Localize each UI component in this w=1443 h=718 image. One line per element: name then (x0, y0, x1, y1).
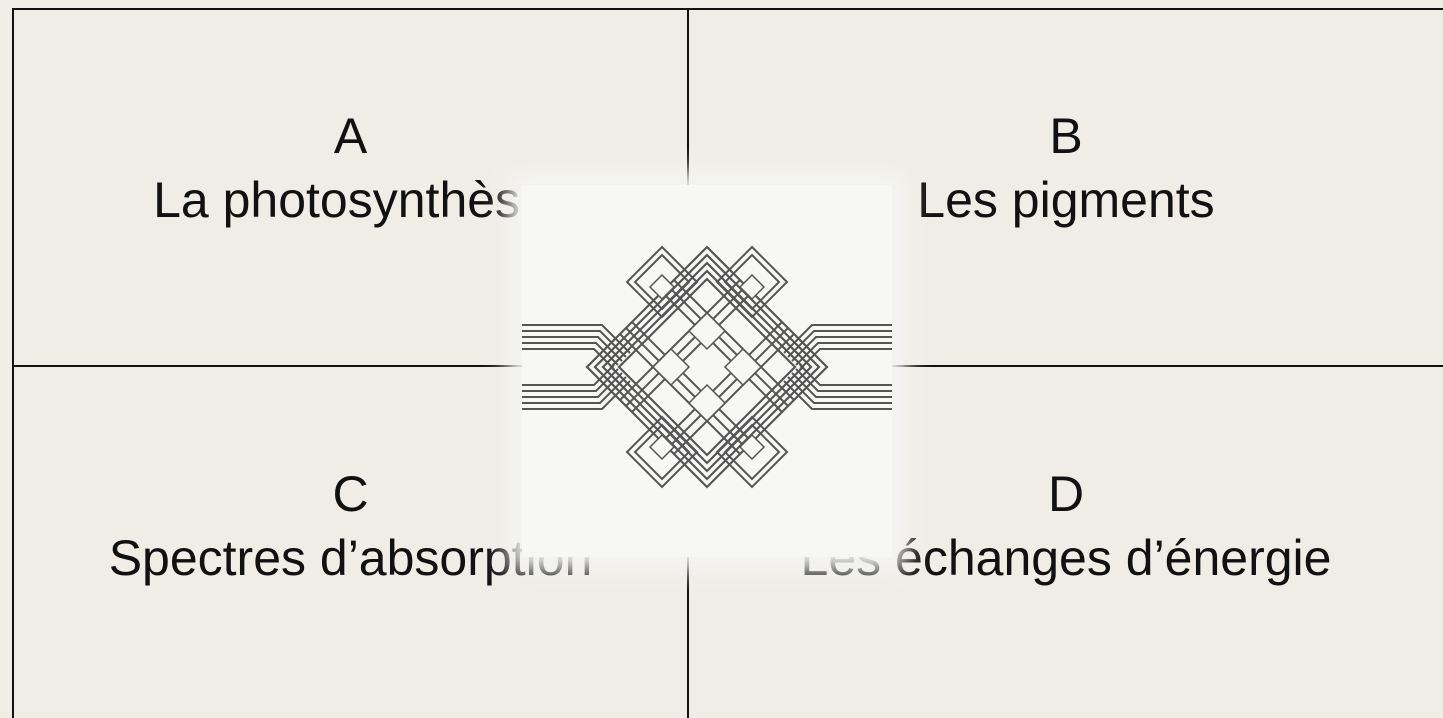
quadrant-d: D Les échanges d’énergie (689, 462, 1443, 590)
quadrant-d-letter: D (1047, 466, 1085, 522)
quadrant-a-letter: A (333, 108, 368, 164)
quadrant-c-title: Spectres d’absorption (108, 530, 593, 586)
quadrant-a: A La photosynthèse (14, 104, 687, 232)
quadrant-c: C Spectres d’absorption (14, 462, 687, 590)
quadrant-a-title: La photosynthèse (153, 172, 548, 228)
quadrant-b-letter: B (1049, 108, 1083, 164)
quadrant-c-letter: C (332, 466, 369, 522)
quadrant-b: B Les pigments (689, 104, 1443, 232)
center-image (522, 185, 892, 557)
quadrant-b-title: Les pigments (917, 172, 1215, 228)
grid-frame (12, 8, 1443, 718)
endless-knot-icon (522, 245, 892, 489)
